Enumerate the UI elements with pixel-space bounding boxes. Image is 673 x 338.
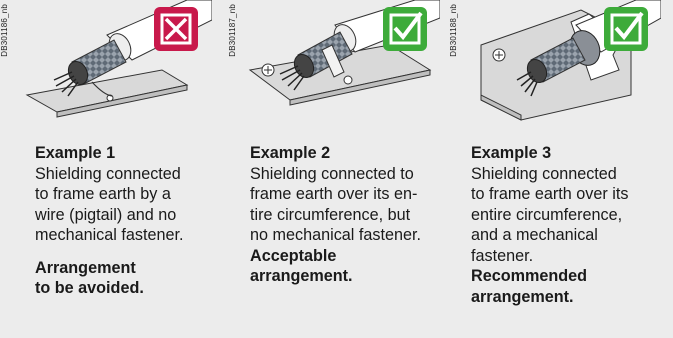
example-title: Example 1 (35, 144, 116, 162)
example-verdict-line: to be avoided. (35, 279, 144, 297)
example-description-line: Shielding connected (471, 164, 617, 183)
example-description-line: Shielding connected to (250, 164, 414, 183)
example-text: Example 3 Shielding connected to frame e… (471, 143, 656, 307)
example-description-line: no mechanical fastener. (250, 226, 421, 244)
clamped-cable-illustration (248, 0, 440, 106)
example-description-line: tire circumference, but (250, 205, 411, 224)
figure-ref: DB301186_nb (0, 4, 9, 57)
example-text: Example 2 Shielding connected to frame e… (250, 143, 435, 287)
pigtail-cable-illustration (25, 0, 212, 118)
example-description-line: entire circumference, (471, 205, 623, 224)
example-verdict-line: Recommended (471, 267, 588, 285)
example-2-column: DB301187_nb Example 2 Shielding connecte… (228, 0, 443, 338)
example-description-line: wire (pigtail) and no (35, 205, 177, 224)
example-description-line: to frame earth by a (35, 185, 171, 203)
example-verdict-line: arrangement. (471, 287, 574, 306)
example-title: Example 2 (250, 144, 331, 162)
example-description-line: fastener. (471, 246, 534, 265)
example-text: Example 1 Shielding connected to frame e… (35, 143, 220, 299)
figure-ref: DB301187_nb (228, 4, 237, 57)
gland-cable-illustration (480, 0, 661, 121)
example-1-column: DB301186_nb Example 1 Shielding connecte… (0, 0, 215, 338)
example-verdict-line: arrangement. (250, 267, 353, 285)
example-verdict-line: Arrangement (35, 258, 136, 277)
example-description-line: to frame earth over its (471, 185, 629, 203)
example-verdict-line: Acceptable (250, 246, 337, 265)
example-title: Example 3 (471, 144, 552, 162)
example-description-line: frame earth over its en- (250, 185, 418, 203)
example-description-line: and a mechanical (471, 226, 598, 244)
example-description-line: mechanical fastener. (35, 226, 184, 244)
example-description-line: Shielding connected (35, 164, 181, 183)
figure-ref: DB301188_nb (449, 4, 458, 57)
example-3-column: DB301188_nb Example 3 Shielding connecte… (449, 0, 664, 338)
